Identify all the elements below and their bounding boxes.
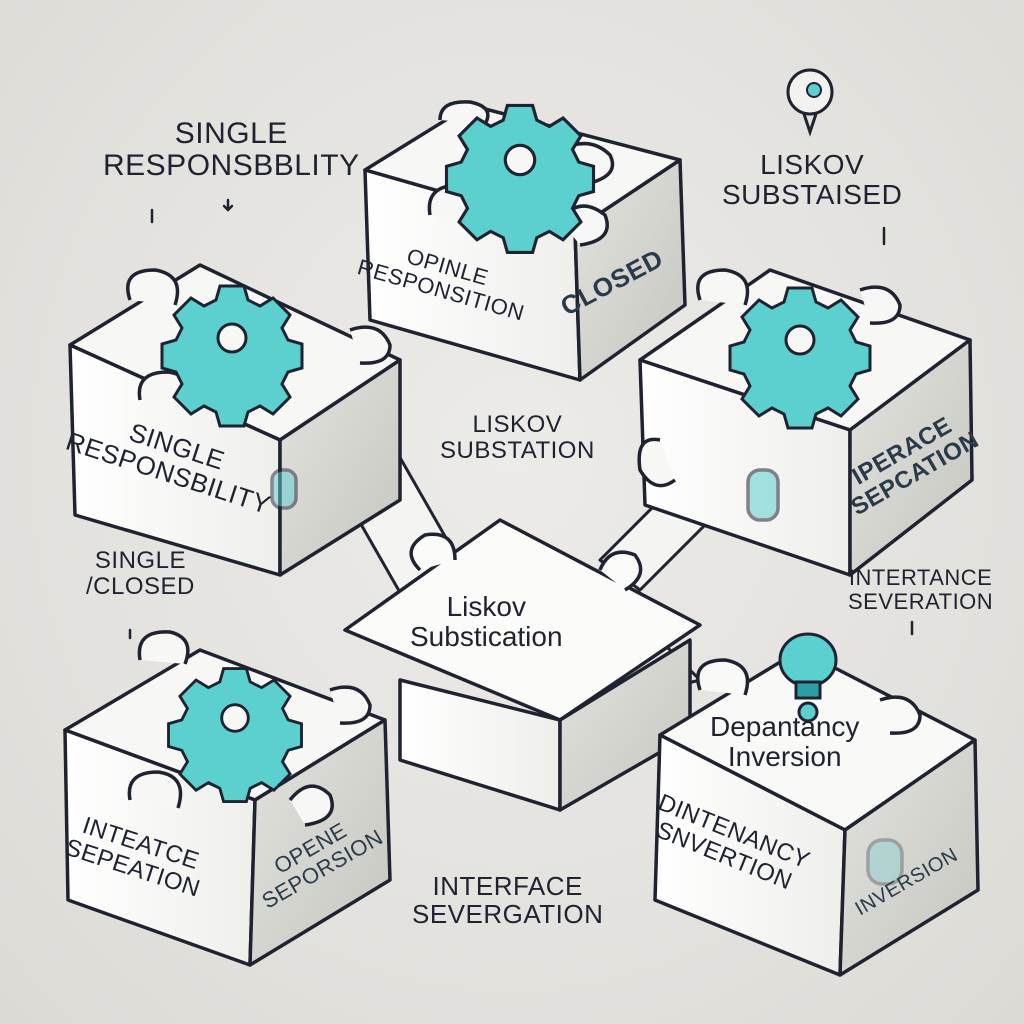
label-top-left-line2: RESPONSBBLITY [103,149,360,183]
label-bottom-float: INTERFACE SEVERGATION [412,872,603,928]
label-right-mid: INTERTANCE SEVERATION [848,566,993,614]
lightbulb-icon [778,632,838,723]
decorative-marks [128,198,914,640]
label-top-left: SINGLE RESPONSBBLITY [103,117,360,183]
label-top-right: LISKOV SUBSTAISED [722,149,903,211]
piece-bottom-right-top-line1: Depantancy [710,711,860,742]
piece-bottom-right-top-text: Depantancy Inversion [710,711,860,773]
pin-icon [786,68,834,137]
piece-center-text: Liskov Substication [410,591,563,653]
label-center-float: LISKOV SUBSTATION [440,412,595,464]
label-left-mid: SINGLE /CLOSED [86,548,195,600]
label-left-mid-line1: SINGLE [94,547,186,574]
label-right-mid-line2: SEVERATION [848,588,994,614]
gear-icon [167,667,303,804]
label-bottom-float-line1: INTERFACE [432,871,583,901]
label-top-right-line2: SUBSTAISED [722,179,903,211]
gear-icon [444,103,596,254]
puzzle-piece-bottom-right [653,648,980,977]
label-center-float-line2: SUBSTATION [440,436,595,464]
piece-center-line1: Liskov [446,591,526,622]
label-top-left-line1: SINGLE [174,117,288,150]
puzzle-piece-center [343,518,702,812]
label-bottom-float-line2: SEVERGATION [412,899,604,930]
gear-icon [728,286,872,430]
piece-bottom-right-top-line2: Inversion [727,741,842,773]
label-left-mid-line2: /CLOSED [86,572,195,600]
label-top-right-line1: LISKOV [760,149,865,180]
piece-center-line2: Substication [410,621,563,653]
label-right-mid-line1: INTERTANCE [848,565,993,590]
gear-icon [160,284,304,428]
label-center-float-line1: LISKOV [472,411,563,438]
